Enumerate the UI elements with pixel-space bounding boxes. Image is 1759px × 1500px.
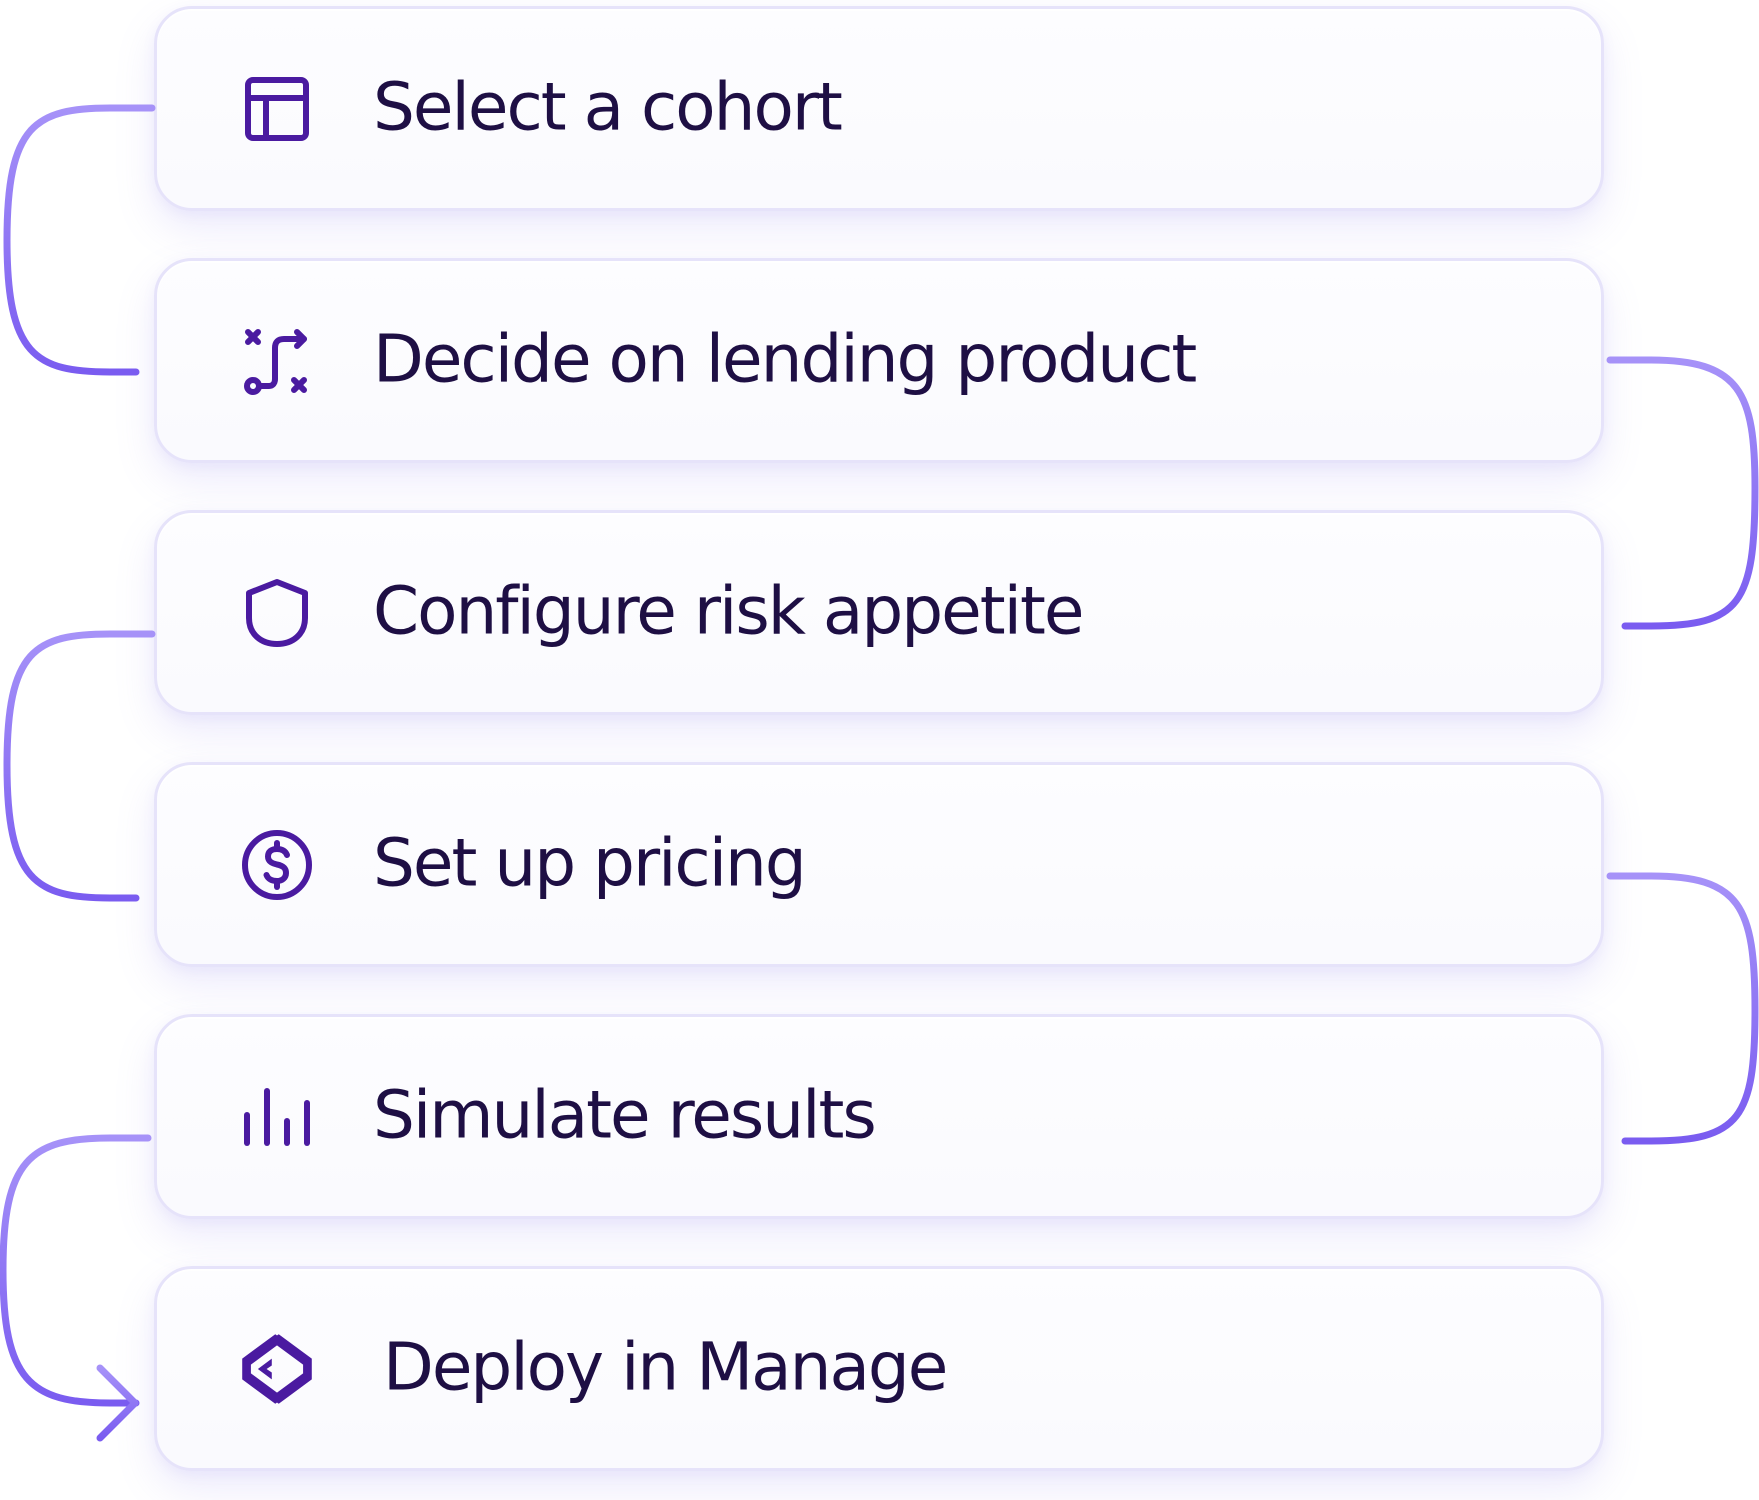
table-icon bbox=[237, 69, 317, 149]
dollar-circle-icon bbox=[237, 825, 317, 905]
step-label: Select a cohort bbox=[373, 68, 843, 146]
connector-step5-to-step6 bbox=[0, 1134, 152, 1407]
route-icon bbox=[237, 321, 317, 401]
step-card-pricing[interactable]: Set up pricing bbox=[154, 762, 1604, 967]
step-card-lending-product[interactable]: Decide on lending product bbox=[154, 258, 1604, 463]
arrowhead-icon bbox=[96, 1364, 139, 1442]
connector-step4-to-step5 bbox=[1606, 872, 1759, 1145]
shield-icon bbox=[237, 573, 317, 653]
manage-logo-icon bbox=[237, 1329, 317, 1409]
step-label: Decide on lending product bbox=[373, 320, 1197, 398]
step-label: Simulate results bbox=[373, 1076, 877, 1154]
connector-step3-to-step4 bbox=[3, 630, 156, 902]
step-label: Deploy in Manage bbox=[383, 1328, 948, 1406]
step-card-select-cohort[interactable]: Select a cohort bbox=[154, 6, 1604, 211]
step-card-deploy[interactable]: Deploy in Manage bbox=[154, 1266, 1604, 1471]
step-card-simulate[interactable]: Simulate results bbox=[154, 1014, 1604, 1219]
step-card-risk-appetite[interactable]: Configure risk appetite bbox=[154, 510, 1604, 715]
step-label: Set up pricing bbox=[373, 824, 807, 902]
connector-step1-to-step2 bbox=[3, 104, 156, 376]
bar-chart-icon bbox=[237, 1077, 317, 1157]
step-label: Configure risk appetite bbox=[373, 572, 1084, 650]
connector-step2-to-step3 bbox=[1606, 356, 1759, 630]
